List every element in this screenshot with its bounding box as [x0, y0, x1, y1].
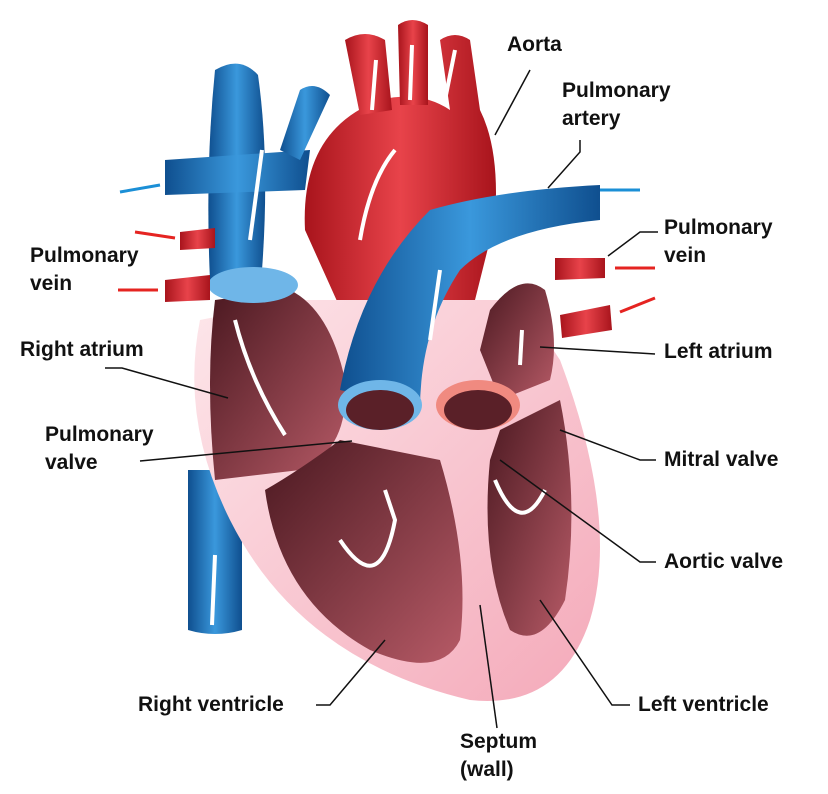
direction-arrows — [118, 183, 656, 314]
label-left-ventricle: Left ventricle — [638, 693, 769, 716]
label-aorta: Aorta — [507, 33, 562, 56]
flow-arrows — [210, 44, 547, 626]
label-line: Pulmonary — [45, 423, 154, 446]
leader-lines — [105, 69, 658, 729]
vein-branch — [165, 150, 310, 195]
label-line: vein — [30, 272, 73, 295]
left-atrium-chamber — [480, 283, 554, 400]
label-line: (wall) — [460, 758, 514, 781]
label-left-atrium: Left atrium — [664, 340, 773, 363]
label-mitral-valve: Mitral valve — [664, 448, 779, 471]
left-ventricle-chamber — [487, 400, 572, 636]
vein-branch — [280, 86, 330, 160]
label-pulmonary-valve: Pulmonary valve — [45, 421, 154, 477]
pulmonary-vein-right — [555, 258, 605, 280]
label-pulmonary-vein-left: Pulmonary vein — [30, 242, 139, 298]
pulmonary-valve-opening — [346, 390, 414, 430]
label-line: artery — [562, 107, 621, 130]
label-right-atrium: Right atrium — [20, 338, 144, 361]
label-aortic-valve: Aortic valve — [664, 550, 784, 573]
pulmonary-vein-left — [165, 275, 210, 302]
label-right-ventricle: Right ventricle — [138, 693, 284, 716]
label-line: vein — [664, 244, 707, 267]
label-line: Septum — [460, 730, 538, 753]
label-septum: Septum (wall) — [460, 728, 537, 784]
label-line: Pulmonary — [562, 79, 671, 102]
right-atrium-chamber — [210, 290, 346, 480]
label-pulmonary-artery: Pulmonary artery — [562, 77, 671, 133]
label-pulmonary-vein-right: Pulmonary vein — [664, 214, 773, 270]
aorta-branch — [345, 34, 392, 115]
pulmonary-vein-right — [560, 305, 612, 338]
label-line: Pulmonary — [664, 216, 773, 239]
right-ventricle-chamber — [265, 440, 463, 663]
label-line: Pulmonary — [30, 244, 139, 267]
label-line: valve — [45, 451, 98, 474]
right-atrium-opening — [208, 267, 298, 303]
aortic-valve-opening — [444, 390, 512, 430]
pulmonary-vein-left — [180, 228, 215, 250]
pulmonary-artery — [340, 185, 600, 410]
